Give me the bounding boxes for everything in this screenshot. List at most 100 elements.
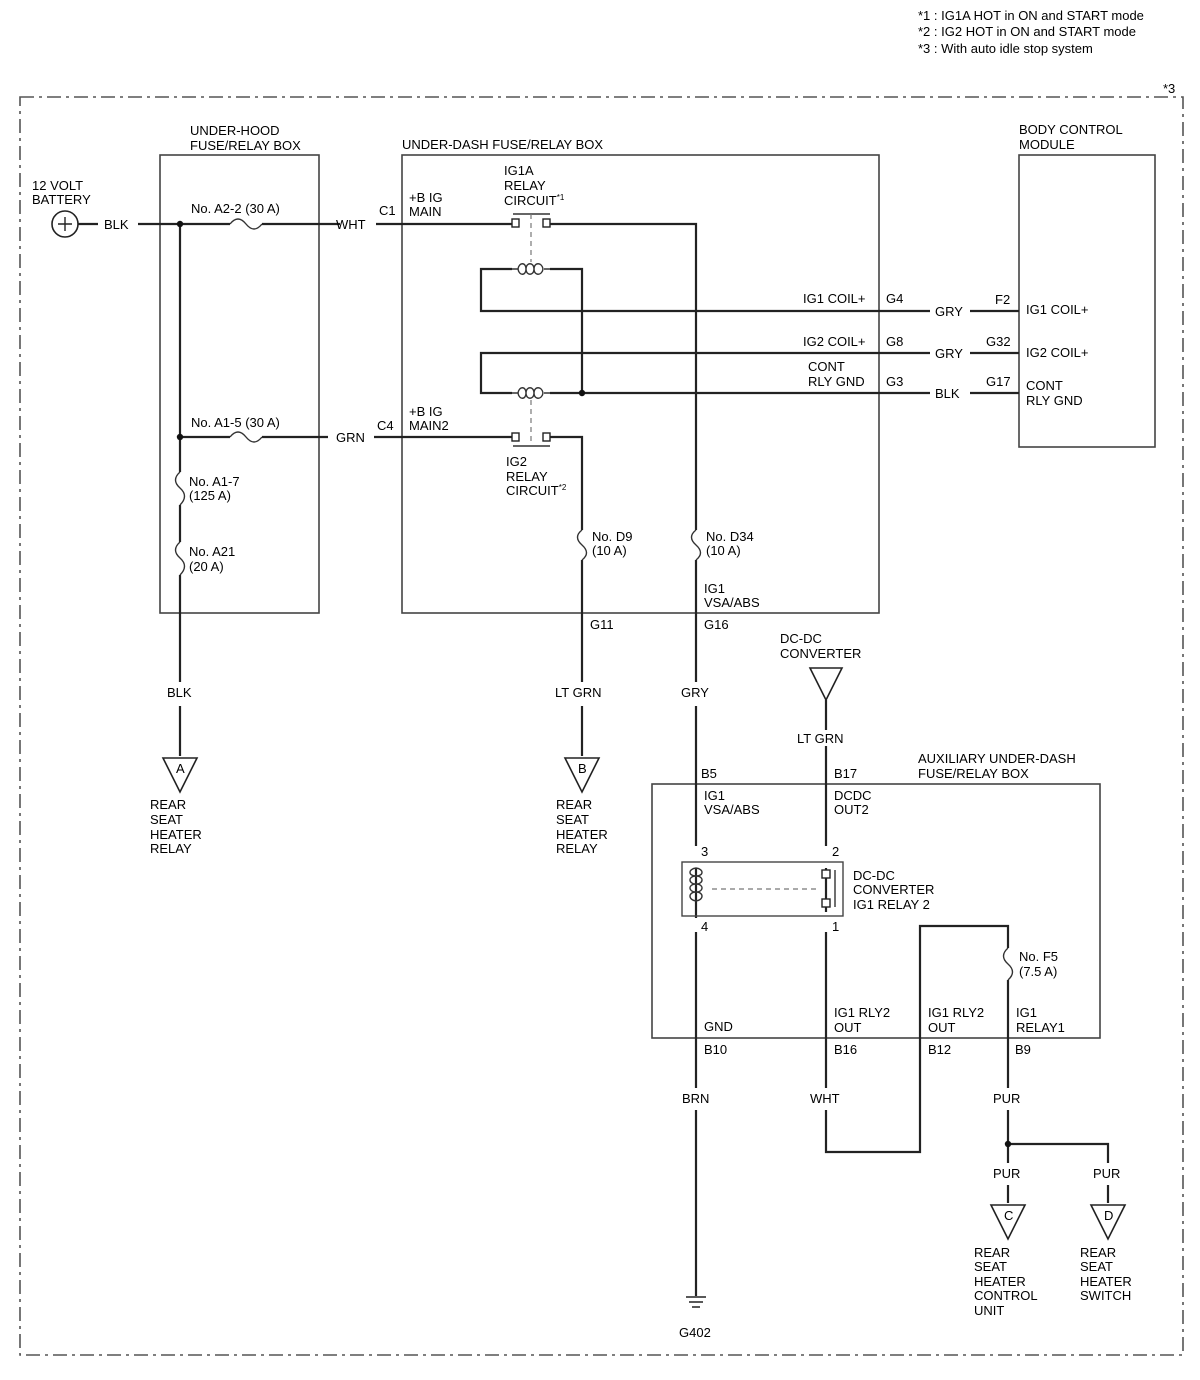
connector-a-label: HEATER bbox=[150, 827, 202, 842]
connector-c-icon bbox=[989, 1204, 1027, 1241]
bcm-box bbox=[1018, 154, 1156, 448]
ig2-text: CIRCUIT bbox=[506, 483, 559, 498]
fuse-d34-label-1: No. D34 bbox=[706, 529, 754, 544]
aux-box bbox=[651, 783, 1101, 1039]
fuse-f5-label-1: No. F5 bbox=[1019, 949, 1058, 964]
aux-pin-b5: B5 bbox=[701, 766, 717, 781]
bcm-ig1coil-label: IG1 COIL+ bbox=[1026, 302, 1089, 317]
connector-b-label: HEATER bbox=[556, 827, 608, 842]
aux-pin-3: 3 bbox=[701, 844, 708, 859]
ig2-relay-icon bbox=[511, 387, 551, 447]
cont-label-2: RLY GND bbox=[808, 374, 865, 389]
fuse-d9-icon bbox=[576, 529, 588, 561]
dcdc-label-1: DC-DC bbox=[780, 631, 822, 646]
fuse-a1-7-label-1: No. A1-7 bbox=[189, 474, 240, 489]
ig2-label-1: IG2 bbox=[506, 454, 527, 469]
dcdc-label-2: CONVERTER bbox=[780, 646, 861, 661]
battery-label-1: 12 VOLT bbox=[32, 178, 83, 193]
wire-brn: BRN bbox=[682, 1091, 709, 1106]
aux-pin-b10: B10 bbox=[704, 1042, 727, 1057]
under-hood-title-2: FUSE/RELAY BOX bbox=[190, 138, 301, 153]
aux-dcdc-label-1: DCDC bbox=[834, 788, 872, 803]
ig1a-label-3: CIRCUIT*1 bbox=[504, 193, 565, 208]
ig1a-relay-icon bbox=[511, 213, 551, 275]
aux-out2-label-2: OUT bbox=[928, 1020, 956, 1035]
bcm-pin-g32: G32 bbox=[986, 334, 1011, 349]
ig1coil-label: IG1 COIL+ bbox=[803, 291, 866, 306]
splice-dot bbox=[578, 389, 586, 397]
ig2-label-2: RELAY bbox=[506, 469, 548, 484]
connector-c-label: HEATER bbox=[974, 1274, 1026, 1289]
wire-grn-c4: GRN bbox=[336, 430, 365, 445]
fuse-a21-label-1: No. A21 bbox=[189, 544, 235, 559]
pin-g4: G4 bbox=[886, 291, 903, 306]
aux-pin-b17: B17 bbox=[834, 766, 857, 781]
bcm-cont-label-1: CONT bbox=[1026, 378, 1063, 393]
bcm-pin-f2: F2 bbox=[995, 292, 1010, 307]
fuse-a1-5-icon bbox=[229, 431, 263, 443]
wire-pur-b9: PUR bbox=[993, 1091, 1020, 1106]
aux-pin-1: 1 bbox=[832, 919, 839, 934]
connector-d: D REAR SEAT HEATER SWITCH bbox=[1080, 1204, 1132, 1303]
connector-c-label: CONTROL bbox=[974, 1288, 1038, 1303]
frame-ref-note: *3 bbox=[1163, 81, 1175, 96]
connector-c-label: SEAT bbox=[974, 1259, 1007, 1274]
under-dash-title: UNDER-DASH FUSE/RELAY BOX bbox=[402, 137, 603, 152]
notes: *1 : IG1A HOT in ON and START mode *2 : … bbox=[918, 8, 1175, 96]
pin-g3: G3 bbox=[886, 374, 903, 389]
dcdc-converter-icon bbox=[808, 667, 844, 702]
wire-blk-a: BLK bbox=[167, 685, 192, 700]
pin-g11: G11 bbox=[590, 617, 614, 632]
connector-a-label: REAR bbox=[150, 797, 186, 812]
connector-b: B REAR SEAT HEATER RELAY bbox=[556, 757, 608, 856]
aux-out1-label-1: IG1 RLY2 bbox=[834, 1005, 890, 1020]
aux-vsa-label-1: IG1 bbox=[704, 788, 725, 803]
ig2coil-label: IG2 COIL+ bbox=[803, 334, 866, 349]
vsa-label-2: VSA/ABS bbox=[704, 595, 760, 610]
ground-label: G402 bbox=[679, 1325, 711, 1340]
under-dash-box bbox=[401, 154, 880, 614]
note-3: *3 : With auto idle stop system bbox=[918, 41, 1093, 56]
fuse-f5-icon bbox=[1002, 947, 1014, 981]
fuse-d34-label-2: (10 A) bbox=[706, 543, 741, 558]
wire-wht-b16: WHT bbox=[810, 1091, 840, 1106]
ig1a-note-ref: *1 bbox=[557, 193, 565, 202]
wire-ltgrn-dcdc: LT GRN bbox=[797, 731, 843, 746]
wires bbox=[78, 222, 1110, 1296]
pin-c4: C4 bbox=[377, 418, 394, 433]
aux-gnd-label: GND bbox=[704, 1019, 733, 1034]
splice-dot bbox=[176, 433, 184, 441]
splice-dot bbox=[176, 220, 184, 228]
battery-label-2: BATTERY bbox=[32, 192, 91, 207]
connector-b-label: RELAY bbox=[556, 841, 598, 856]
battery-plus-icon bbox=[58, 217, 72, 231]
aux-dcdc-label-2: OUT2 bbox=[834, 802, 869, 817]
bmain-label-2: MAIN bbox=[409, 204, 442, 219]
connector-d-label: SEAT bbox=[1080, 1259, 1113, 1274]
bmain-label-1: +B IG bbox=[409, 190, 443, 205]
ig1a-label-1: IG1A bbox=[504, 163, 534, 178]
note-2: *2 : IG2 HOT in ON and START mode bbox=[918, 24, 1136, 39]
bcm-ig2coil-label: IG2 COIL+ bbox=[1026, 345, 1089, 360]
aux-pin-b16: B16 bbox=[834, 1042, 857, 1057]
fuse-a2-2-icon bbox=[229, 218, 263, 230]
wire-blk-g3: BLK bbox=[935, 386, 960, 401]
connector-d-label: HEATER bbox=[1080, 1274, 1132, 1289]
aux-relay1-label-2: RELAY1 bbox=[1016, 1020, 1065, 1035]
aux-out1-label-2: OUT bbox=[834, 1020, 862, 1035]
connector-b-letter: B bbox=[578, 761, 587, 776]
fuse-f5-label-2: (7.5 A) bbox=[1019, 964, 1057, 979]
fuse-a2-2-label: No. A2-2 (30 A) bbox=[191, 201, 280, 216]
connector-b-label: SEAT bbox=[556, 812, 589, 827]
wire-pur-c: PUR bbox=[993, 1166, 1020, 1181]
ig1a-text: CIRCUIT bbox=[504, 193, 557, 208]
system-frame bbox=[19, 96, 1184, 1356]
fuse-d34-icon bbox=[690, 529, 702, 561]
ground-icon bbox=[686, 1296, 706, 1308]
fuse-a21-icon bbox=[174, 541, 186, 576]
fuse-a21-label-2: (20 A) bbox=[189, 559, 224, 574]
bcm-title-2: MODULE bbox=[1019, 137, 1075, 152]
connector-b-icon bbox=[563, 757, 601, 794]
bcm-title-1: BODY CONTROL bbox=[1019, 122, 1123, 137]
connector-a-icon bbox=[161, 757, 199, 794]
